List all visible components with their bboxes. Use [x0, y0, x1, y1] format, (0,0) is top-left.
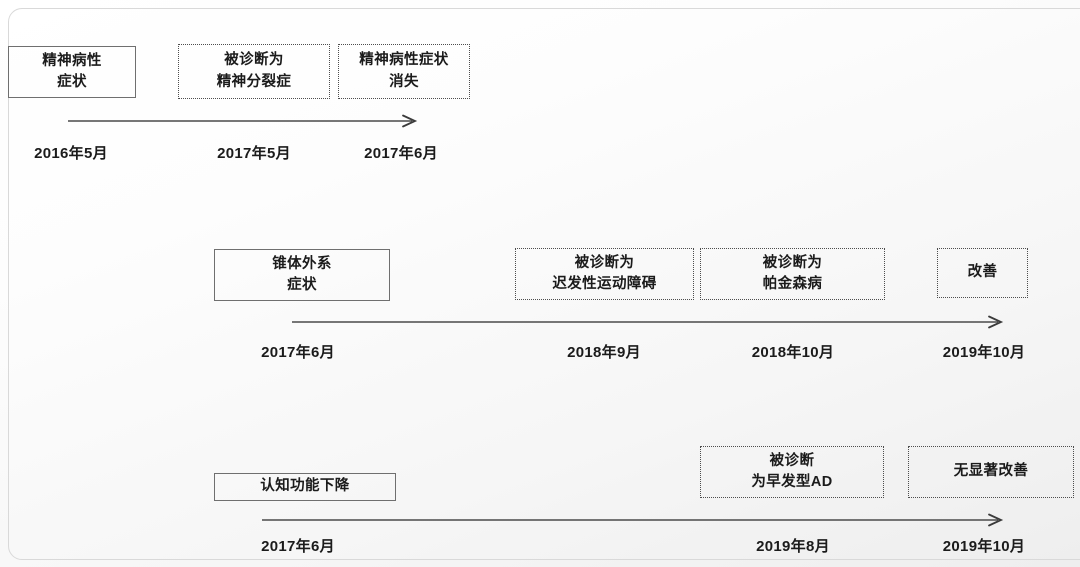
- box-line: 症状: [57, 74, 87, 90]
- box-line: 认知功能下降: [260, 478, 350, 495]
- box-line: 锥体外系: [272, 255, 332, 272]
- date-label: 2017年6月: [261, 344, 335, 361]
- box-extrapyramidal-symptoms: 锥体外系 症状: [214, 249, 390, 301]
- box-line: 被诊断为: [574, 254, 635, 271]
- box-line: 被诊断: [769, 452, 815, 469]
- date-label: 2017年6月: [261, 538, 335, 555]
- box-line: 被诊断为: [224, 52, 284, 69]
- box-diagnosed-early-onset-ad: 被诊断 为早发型AD: [700, 446, 884, 498]
- date-label: 2017年5月: [217, 145, 291, 162]
- box-line: 无显著改善: [953, 463, 1029, 480]
- timeline-arrow-row1: [68, 114, 418, 128]
- box-line: 迟发性运动障碍: [552, 276, 657, 292]
- box-line: 精神分裂症: [216, 73, 292, 90]
- date-label: 2018年9月: [567, 344, 641, 361]
- date-label: 2016年5月: [34, 145, 108, 162]
- timeline-arrow-row2: [292, 315, 1004, 329]
- box-line: 被诊断为: [762, 254, 823, 271]
- box-improved: 改善: [937, 248, 1028, 298]
- box-line: 精神病性症状: [359, 52, 449, 69]
- box-line: 帕金森病: [762, 276, 823, 292]
- box-line: 消失: [389, 73, 419, 90]
- box-line: 改善: [967, 264, 998, 281]
- box-psychotic-symptoms: 精神病性 症状: [8, 46, 136, 98]
- box-diagnosed-schizophrenia: 被诊断为 精神分裂症: [178, 44, 330, 99]
- box-diagnosed-parkinsons: 被诊断为 帕金森病: [700, 248, 885, 300]
- box-diagnosed-tardive-dyskinesia: 被诊断为 迟发性运动障碍: [515, 248, 694, 300]
- timeline-arrow-row3: [262, 513, 1004, 527]
- date-label: 2017年6月: [364, 145, 438, 162]
- date-label: 2019年10月: [942, 344, 1026, 361]
- box-line: 精神病性: [42, 52, 102, 69]
- box-line: 为早发型AD: [751, 474, 833, 490]
- date-label: 2018年10月: [751, 344, 835, 361]
- date-label: 2019年10月: [942, 538, 1026, 555]
- box-psychotic-symptoms-resolved: 精神病性症状 消失: [338, 44, 470, 99]
- box-cognitive-decline: 认知功能下降: [214, 473, 396, 501]
- box-line: 症状: [287, 277, 317, 293]
- date-label: 2019年8月: [756, 538, 830, 555]
- box-no-significant-improvement: 无显著改善: [908, 446, 1074, 498]
